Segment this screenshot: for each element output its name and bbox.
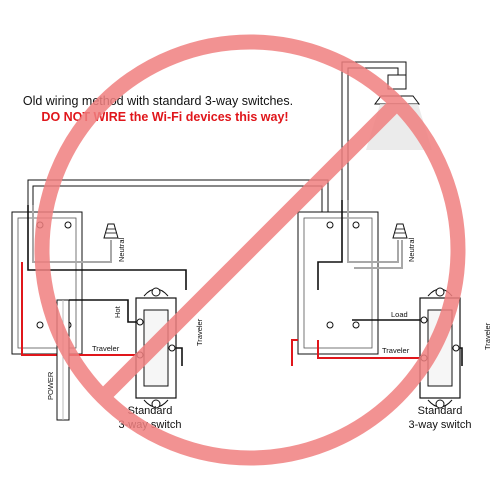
power-label: POWER [46, 371, 55, 400]
right-switch-caption-line-1: Standard [418, 405, 463, 417]
traveler-label-right-horizontal: Traveler [382, 346, 410, 355]
right-junction-box [297, 211, 379, 355]
right-switch-caption-line-2: 3-way switch [409, 419, 472, 431]
heading-line-1: Old wiring method with standard 3-way sw… [23, 94, 293, 108]
neutral-label-left: Neutral [117, 237, 126, 262]
black-wires [27, 200, 463, 366]
left-switch-caption-line-1: Standard [128, 405, 173, 417]
prohibition-slash [97, 97, 403, 403]
prohibition-ring [34, 34, 466, 466]
prohibition-symbol [34, 34, 466, 466]
neutral-wires [32, 200, 403, 269]
traveler-label-left-horizontal: Traveler [92, 344, 120, 353]
neutral-label-right: Neutral [407, 237, 416, 262]
hot-traveler-wires [21, 262, 420, 366]
heading-line-2: DO NOT WIRE the Wi-Fi devices this way! [41, 110, 288, 124]
traveler-label-left-vertical: Traveler [195, 318, 204, 346]
cable-runs [27, 61, 407, 212]
traveler-label-right-vertical: Traveler [483, 322, 492, 350]
wire-nut-right [392, 223, 408, 239]
wire-nut-left [103, 223, 119, 239]
load-label: Load [391, 310, 408, 319]
hot-label: Hot [113, 305, 122, 318]
